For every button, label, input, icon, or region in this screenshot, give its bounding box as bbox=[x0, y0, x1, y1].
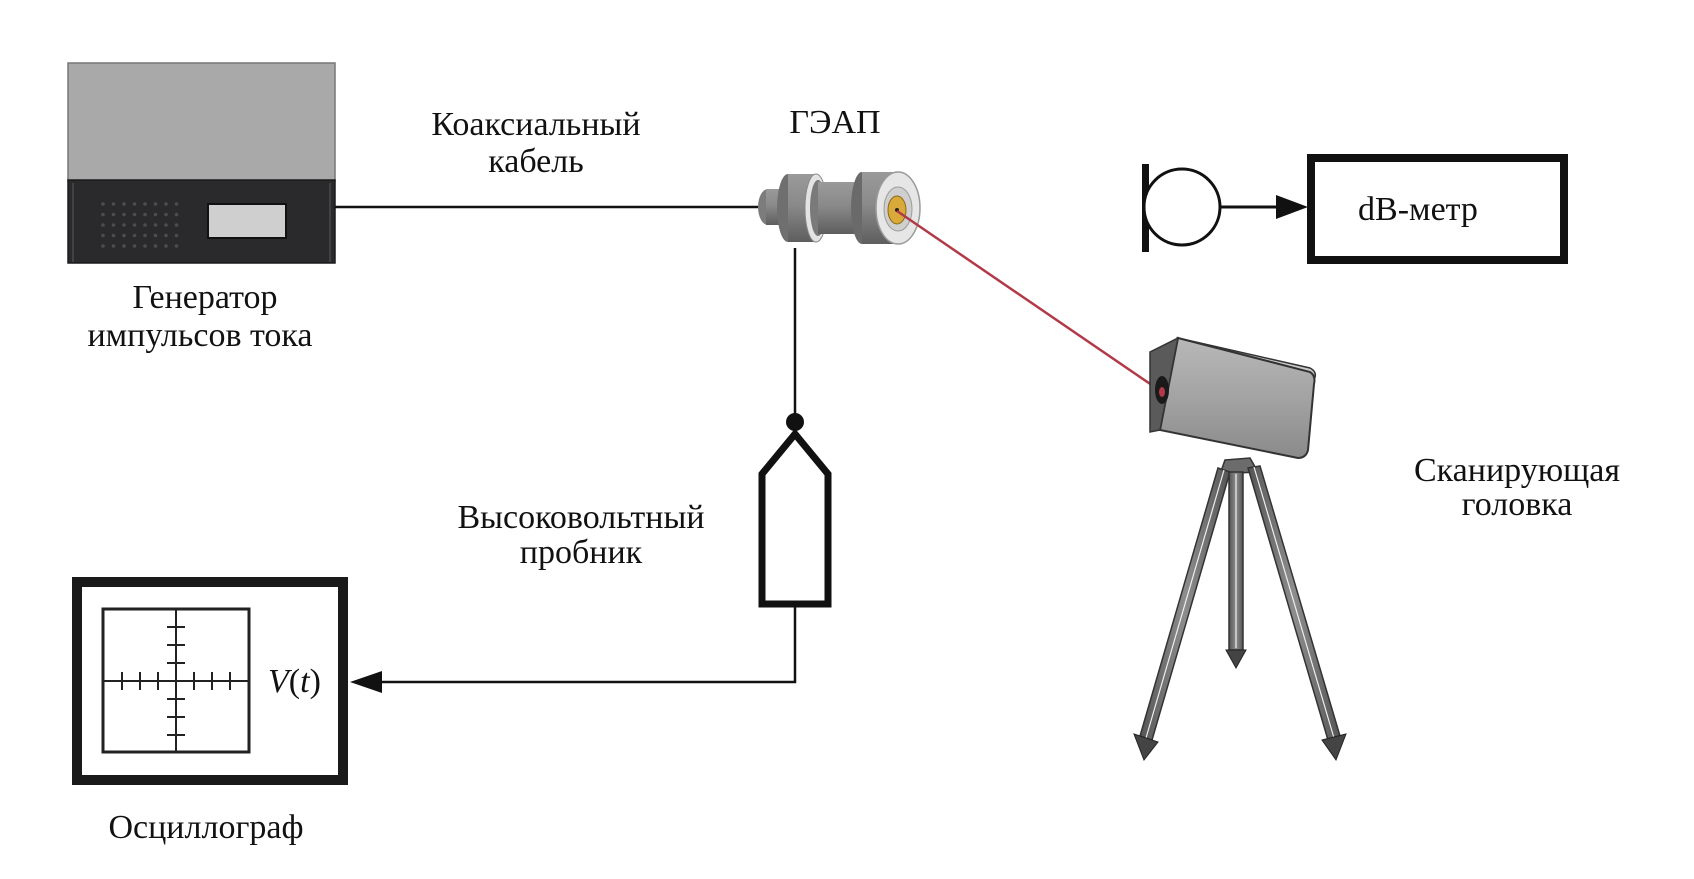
vent-hole bbox=[143, 202, 147, 206]
vent-hole bbox=[153, 233, 158, 238]
scanning-head bbox=[1149, 336, 1317, 460]
db-meter-label: dB-метр bbox=[1358, 191, 1478, 228]
vent-hole bbox=[111, 223, 116, 227]
cable-label-line2: кабель bbox=[488, 143, 584, 180]
generator-front-panel bbox=[67, 179, 336, 264]
vent-hole bbox=[164, 223, 168, 227]
vent-hole bbox=[101, 233, 105, 238]
vent-hole bbox=[101, 223, 105, 227]
generator-label-line1: Генератор bbox=[132, 279, 277, 316]
oscilloscope bbox=[72, 577, 348, 785]
oscilloscope-ticks bbox=[121, 626, 231, 736]
vent-hole bbox=[164, 212, 168, 217]
microphone-icon bbox=[1142, 164, 1222, 252]
vent-hole bbox=[132, 233, 137, 238]
vent-hole bbox=[174, 212, 179, 217]
arrow-head-icon bbox=[1276, 195, 1308, 219]
vent-hole bbox=[132, 244, 137, 248]
pulse-generator bbox=[67, 62, 336, 264]
vent-hole bbox=[122, 212, 126, 217]
vent-hole bbox=[174, 244, 179, 248]
probe-wire-bottom bbox=[380, 604, 797, 684]
generator-top-panel bbox=[67, 62, 336, 182]
vent-hole bbox=[122, 202, 126, 206]
scanner-label-line1: Сканирующая bbox=[1414, 452, 1620, 489]
scanner-label-line2: головка bbox=[1462, 486, 1573, 523]
probe-icon bbox=[758, 428, 832, 608]
vent-hole bbox=[132, 223, 137, 227]
vent-hole bbox=[101, 244, 105, 248]
vent-hole bbox=[143, 244, 147, 248]
laser-beam bbox=[896, 209, 1163, 394]
probe-label-line1: Высоковольтный bbox=[457, 499, 704, 536]
arrow-head-icon bbox=[350, 671, 382, 693]
vent-hole bbox=[101, 212, 105, 217]
vent-hole bbox=[153, 244, 158, 248]
vent-hole bbox=[111, 233, 116, 238]
vent-hole bbox=[174, 223, 179, 227]
probe-junction-dot bbox=[786, 413, 804, 431]
cable-label-line1: Коаксиальный bbox=[431, 106, 640, 143]
oscilloscope-label: Осциллограф bbox=[108, 809, 303, 846]
probe-label-line2: пробник bbox=[520, 534, 643, 571]
generator-vent-grid bbox=[101, 202, 179, 248]
vent-hole bbox=[122, 233, 126, 238]
vent-hole bbox=[143, 223, 147, 227]
geap-device bbox=[758, 171, 921, 245]
vent-hole bbox=[164, 202, 168, 206]
geap-label: ГЭАП bbox=[789, 104, 880, 141]
vent-hole bbox=[143, 212, 147, 217]
vent-hole bbox=[111, 202, 116, 206]
db-meter-box bbox=[1307, 154, 1568, 264]
vent-hole bbox=[174, 233, 179, 238]
signal-label: V(t) bbox=[268, 663, 321, 700]
generator-display bbox=[207, 203, 287, 239]
vent-hole bbox=[132, 202, 137, 206]
vent-hole bbox=[132, 212, 137, 217]
vent-hole bbox=[174, 202, 179, 206]
tripod-icon bbox=[1133, 457, 1347, 762]
vent-hole bbox=[153, 223, 158, 227]
vent-hole bbox=[153, 202, 158, 206]
generator-label-line2: импульсов тока bbox=[87, 317, 312, 354]
vent-hole bbox=[164, 244, 168, 248]
vent-hole bbox=[111, 244, 116, 248]
vent-hole bbox=[143, 233, 147, 238]
vent-hole bbox=[111, 212, 116, 217]
vent-hole bbox=[122, 244, 126, 248]
vent-hole bbox=[101, 202, 105, 206]
vent-hole bbox=[153, 212, 158, 217]
vent-hole bbox=[122, 223, 126, 227]
vent-hole bbox=[164, 233, 168, 238]
